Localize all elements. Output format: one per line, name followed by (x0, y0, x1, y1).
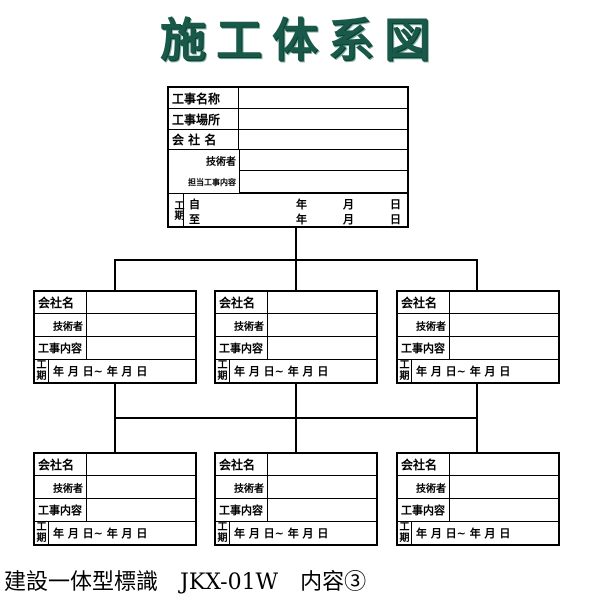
sub-work-label: 工事内容 (398, 337, 450, 359)
company-row: 会 社 名 (169, 130, 407, 150)
sub-company-label: 会社名 (35, 292, 87, 313)
site-label: 工事場所 (169, 109, 239, 129)
sub-period-dates: 年 月 日~ 年 月 日 (53, 365, 148, 378)
sub-engineer-label: 技術者 (35, 476, 87, 498)
connector-row2-horizontal (114, 417, 478, 419)
period-label: 工期 (169, 194, 184, 226)
sub-period-label: 工期 (216, 360, 230, 382)
to-month: 月 (343, 213, 354, 226)
to-day: 日 (390, 213, 401, 226)
sub-period-dates: 年 月 日~ 年 月 日 (416, 527, 511, 540)
responsible-label: 担当工事内容 (188, 177, 236, 187)
responsible-row (239, 171, 407, 193)
connector-row1-right (476, 259, 478, 290)
sub-period-dates: 年 月 日~ 年 月 日 (416, 365, 511, 378)
sub-engineer-label: 技術者 (216, 314, 268, 336)
connector-row1-left (114, 259, 116, 290)
sub-box-1: 会社名 技術者 工事内容 工期年 月 日~ 年 月 日 (33, 290, 197, 384)
sub-company-label: 会社名 (35, 454, 87, 475)
sub-work-label: 工事内容 (35, 337, 87, 359)
main-info-box: 工事名称 工事場所 会 社 名 技術者 担当工事内容 工期 自 年 月 日 至 … (167, 86, 409, 228)
sub-box-6: 会社名 技術者 工事内容 工期年 月 日~ 年 月 日 (396, 452, 560, 546)
sub-company-label: 会社名 (216, 292, 268, 313)
sub-work-label: 工事内容 (216, 337, 268, 359)
product-caption: 建設一体型標識 JKX-01W 内容③ (4, 570, 367, 595)
connector-main-down (295, 228, 297, 260)
page-title: 施工体系図 (160, 13, 440, 67)
from-month: 月 (343, 198, 354, 211)
company-label: 会 社 名 (169, 130, 239, 149)
sub-engineer-label: 技術者 (398, 314, 450, 336)
engineer-label: 技術者 (206, 157, 236, 168)
sub-engineer-label: 技術者 (398, 476, 450, 498)
period-divider (169, 193, 407, 194)
period-row: 工期 自 年 月 日 至 年 月 日 (169, 194, 407, 226)
sub-work-label: 工事内容 (398, 499, 450, 521)
sub-period-label: 工期 (398, 360, 412, 382)
sub-period-dates: 年 月 日~ 年 月 日 (234, 527, 329, 540)
sub-box-5: 会社名 技術者 工事内容 工期年 月 日~ 年 月 日 (214, 452, 378, 546)
period-to-line: 至 年 月 日 (189, 211, 401, 226)
sub-work-label: 工事内容 (216, 499, 268, 521)
sub-box-4: 会社名 技術者 工事内容 工期年 月 日~ 年 月 日 (33, 452, 197, 546)
to-year: 年 (296, 213, 307, 226)
sub-company-label: 会社名 (398, 454, 450, 475)
from-day: 日 (390, 198, 401, 211)
sub-company-label: 会社名 (398, 292, 450, 313)
sub-period-label: 工期 (216, 522, 230, 544)
project-name-row: 工事名称 (169, 88, 407, 109)
sub-box-3: 会社名 技術者 工事内容 工期年 月 日~ 年 月 日 (396, 290, 560, 384)
site-row: 工事場所 (169, 109, 407, 130)
sub-period-label: 工期 (35, 522, 49, 544)
sub-engineer-label: 技術者 (35, 314, 87, 336)
sub-period-dates: 年 月 日~ 年 月 日 (234, 365, 329, 378)
from-year: 年 (296, 198, 307, 211)
engineer-row (239, 150, 407, 171)
sub-engineer-label: 技術者 (216, 476, 268, 498)
sub-company-label: 会社名 (216, 454, 268, 475)
sub-work-label: 工事内容 (35, 499, 87, 521)
sub-period-dates: 年 月 日~ 年 月 日 (53, 527, 148, 540)
connector-row1-mid (295, 259, 297, 290)
to-label: 至 (189, 213, 200, 226)
sub-box-2: 会社名 技術者 工事内容 工期年 月 日~ 年 月 日 (214, 290, 378, 384)
from-label: 自 (189, 198, 200, 211)
sub-period-label: 工期 (35, 360, 49, 382)
sub-period-label: 工期 (398, 522, 412, 544)
period-from-line: 自 年 月 日 (189, 196, 401, 211)
project-name-label: 工事名称 (169, 88, 239, 108)
